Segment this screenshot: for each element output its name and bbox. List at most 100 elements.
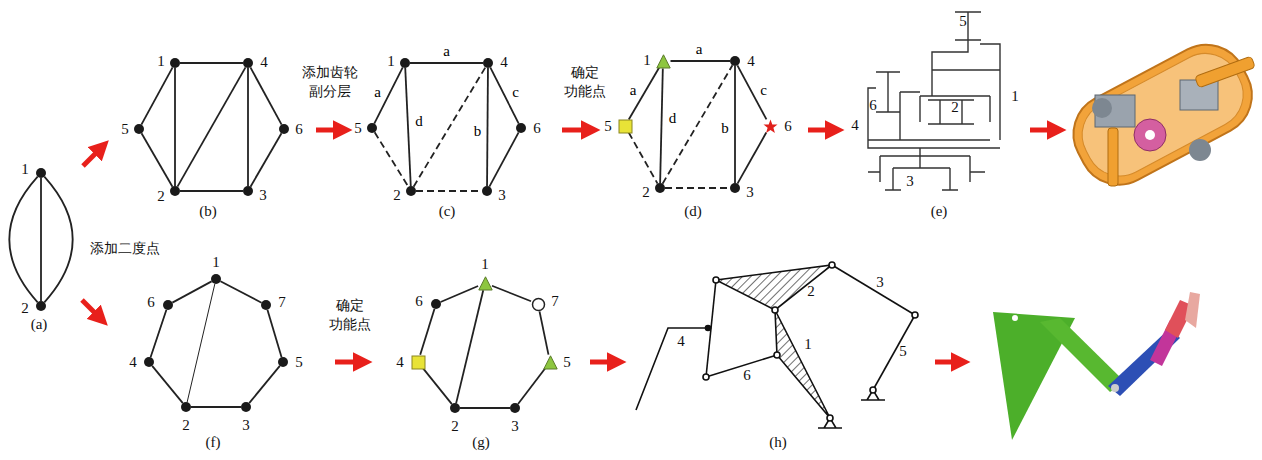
- graph-edge: [671, 60, 731, 62]
- symbol-shape: [412, 356, 425, 369]
- graph-edge: [460, 407, 510, 409]
- vertex-number: 1: [212, 255, 220, 270]
- graph-edge: [486, 68, 489, 186]
- graph-edge: [249, 366, 280, 403]
- graph-edge: [456, 290, 483, 403]
- subfigure-label: (h): [769, 434, 787, 451]
- graph-edge: [172, 281, 211, 302]
- graph-vertex: 1: [170, 58, 180, 68]
- vertex-number: 1: [387, 54, 395, 69]
- step-label: 添加二度点: [90, 239, 160, 258]
- graph-vertex: 5: [134, 124, 144, 134]
- graph-edge: [180, 62, 243, 64]
- graph-vertex: 2: [406, 186, 416, 196]
- vertex-number: 7: [551, 294, 559, 309]
- step-label: 添加齿轮 副分层: [302, 63, 358, 101]
- graph-vertex: 5: [278, 357, 288, 367]
- edge-label: d: [668, 111, 678, 126]
- graph-vertex: 6: [431, 299, 441, 309]
- graph-edge: [220, 281, 261, 302]
- graph-edge: [191, 406, 241, 408]
- function-vertex: 5: [543, 355, 558, 370]
- vertex-number: 5: [563, 355, 571, 370]
- vertex-number: 6: [147, 295, 155, 310]
- graph-vertex: 6: [163, 300, 173, 310]
- symbol-shape: [656, 54, 669, 67]
- graph-vertex: 4: [243, 58, 253, 68]
- part-number: 1: [804, 336, 812, 353]
- vertex-number: 6: [784, 119, 792, 134]
- graph-vertex: 3: [730, 183, 740, 193]
- vertex-number: 3: [498, 188, 506, 203]
- graph-vertex: 3: [241, 402, 251, 412]
- graph-vertex: 2: [181, 402, 191, 412]
- graph-edge: [629, 67, 659, 119]
- graph-edge: [141, 67, 172, 124]
- graph-edge: [40, 178, 42, 301]
- vertex-number: 1: [481, 257, 489, 272]
- graph-vertex: 1: [400, 58, 410, 68]
- vertex-number: 3: [511, 419, 519, 434]
- function-vertex: 1: [478, 276, 493, 291]
- vertex-number: 1: [643, 53, 651, 68]
- graph-edge: [540, 311, 549, 354]
- graph-edge: [180, 190, 243, 192]
- graph-edge: [375, 132, 409, 186]
- symbol-shape: [478, 276, 491, 289]
- function-point-symbol: [763, 119, 778, 134]
- vertex-number: 2: [393, 188, 401, 203]
- graph-edge: [737, 133, 766, 184]
- edge-label: b: [720, 121, 730, 136]
- graph-edge: [247, 68, 249, 186]
- vertex-number: 3: [259, 188, 267, 203]
- function-vertex: 5: [618, 119, 633, 134]
- graph-edge: [441, 286, 479, 302]
- graph-edge: [665, 187, 730, 189]
- part-number: 2: [951, 99, 959, 116]
- edge-label: b: [473, 124, 483, 139]
- vertex-number: 5: [121, 122, 129, 137]
- graph-edge: [420, 309, 434, 355]
- subfigure-label: (g): [472, 434, 490, 451]
- vertex-number: 4: [396, 355, 404, 370]
- function-point-symbol: [618, 119, 633, 134]
- vertex-number: 3: [242, 418, 250, 433]
- vertex-number: 1: [21, 162, 29, 177]
- vertex-number: 5: [604, 119, 612, 134]
- graph-vertex: 4: [730, 56, 740, 66]
- subfigure-label: (d): [684, 203, 702, 220]
- graph-edge: [9, 177, 37, 303]
- graph-vertex: 5: [367, 123, 377, 133]
- subfigure-label: (c): [439, 203, 456, 220]
- graph-edge: [629, 133, 658, 184]
- graph-edge: [152, 366, 183, 403]
- vertex-number: 3: [746, 185, 754, 200]
- function-point-symbol: [478, 276, 493, 291]
- graph-edge: [489, 132, 518, 186]
- vertex-number: 2: [642, 185, 650, 200]
- graph-vertex: 1: [36, 168, 46, 178]
- gear-unit-render: [1059, 31, 1262, 199]
- function-point-symbol: [411, 355, 426, 370]
- symbol-shape: [532, 298, 544, 310]
- graph-vertex: 4: [483, 58, 493, 68]
- graph-vertex: 2: [450, 403, 460, 413]
- graph-vertex: 2: [655, 183, 665, 193]
- graph-vertex: 3: [482, 186, 492, 196]
- graph-edge: [423, 368, 452, 404]
- linkage-mechanism: [636, 262, 918, 428]
- graph-vertex: 3: [243, 186, 253, 196]
- vertex-number: 2: [451, 419, 459, 434]
- graph-edge: [251, 133, 282, 186]
- part-number: 1: [1011, 88, 1019, 105]
- edge-label: c: [511, 85, 520, 100]
- subfigure-label: (f): [206, 434, 221, 451]
- vertex-number: 1: [157, 54, 165, 69]
- graph-vertex: 6: [279, 124, 289, 134]
- vertex-number: 6: [295, 122, 303, 137]
- function-point-symbol: [656, 54, 671, 69]
- graph-vertex: 4: [144, 357, 154, 367]
- graph-edge: [142, 133, 173, 186]
- vertex-number: 4: [129, 355, 137, 370]
